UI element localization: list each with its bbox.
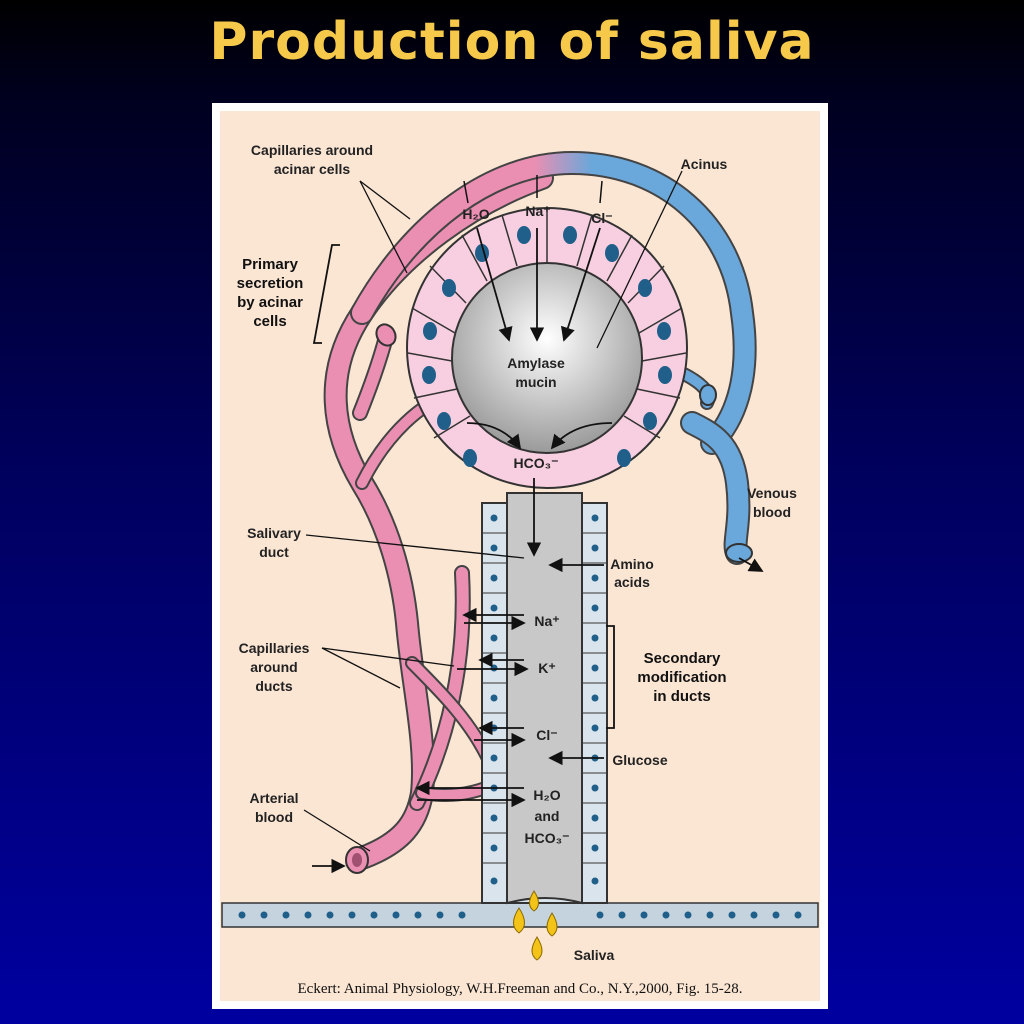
figure-citation: Eckert: Animal Physiology, W.H.Freeman a… — [297, 981, 743, 997]
label-na-mid: Na⁺ — [534, 613, 559, 629]
label-h2o-top: H₂O — [462, 206, 489, 222]
label-and: and — [535, 808, 560, 824]
saliva-drops — [513, 890, 558, 961]
vein-opening — [725, 543, 753, 563]
label-capillaries-ducts-1: Capillaries — [239, 640, 310, 656]
label-amylase: Amylase — [507, 355, 565, 371]
duct-transport-arrows — [312, 557, 764, 874]
label-secondary-2: modification — [637, 669, 726, 686]
label-capillaries-ducts-3: ducts — [255, 678, 293, 694]
label-capillaries-ducts-2: around — [250, 659, 297, 675]
label-cl-top: Cl⁻ — [591, 210, 612, 226]
label-na-top: Na⁺ — [525, 203, 550, 219]
label-acinus: Acinus — [681, 156, 728, 172]
label-capillaries-acinar-2: acinar cells — [274, 161, 350, 177]
saliva-diagram: Capillaries around acinar cells Acinus P… — [220, 111, 820, 1001]
acinus — [406, 207, 688, 489]
label-salivary: Salivary — [247, 525, 301, 541]
diagram-panel: Capillaries around acinar cells Acinus P… — [212, 103, 828, 1009]
leader-lines — [303, 170, 683, 852]
label-primary-1: Primary — [242, 256, 299, 273]
label-primary-4: cells — [253, 313, 286, 330]
acinus-ion-arrows — [466, 227, 613, 557]
label-venous-blood: blood — [753, 504, 791, 520]
label-arterial-blood: blood — [255, 809, 293, 825]
label-saliva: Saliva — [574, 947, 615, 963]
label-capillaries-acinar: Capillaries around — [251, 142, 373, 158]
label-arterial: Arterial — [249, 790, 298, 806]
slide-title: Production of saliva — [209, 12, 815, 72]
secondary-bracket — [606, 625, 615, 729]
label-venous: Venous — [747, 485, 797, 501]
label-k-mid: K⁺ — [538, 660, 556, 676]
label-secondary-3: in ducts — [653, 688, 711, 705]
label-mucin: mucin — [515, 374, 556, 390]
primary-bracket — [312, 244, 340, 344]
label-secondary-1: Secondary — [644, 650, 721, 667]
label-glucose: Glucose — [612, 752, 667, 768]
label-primary-2: secretion — [237, 275, 304, 292]
label-h2o-bottom: H₂O — [533, 787, 560, 803]
label-duct: duct — [259, 544, 289, 560]
acinus-ion-ticks — [463, 175, 603, 204]
label-primary-3: by acinar — [237, 294, 303, 311]
label-hco3-top: HCO₃⁻ — [514, 455, 559, 471]
label-acids: acids — [614, 574, 650, 590]
label-amino: Amino — [610, 556, 654, 572]
label-hco3-bottom: HCO₃⁻ — [525, 830, 570, 846]
label-cl-mid: Cl⁻ — [536, 727, 557, 743]
